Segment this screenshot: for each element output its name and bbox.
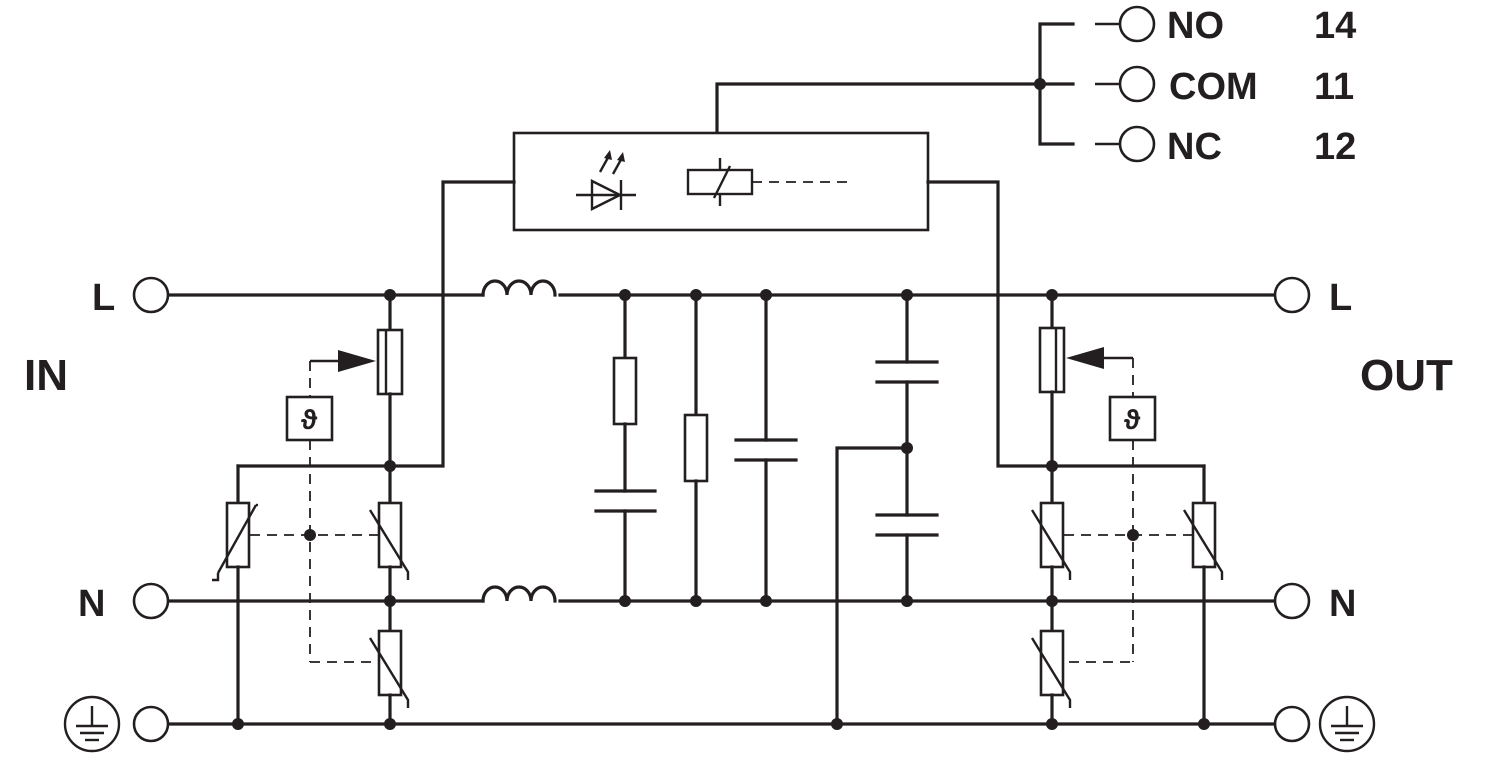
contact-nc-number: 12 <box>1314 126 1356 168</box>
no-terminal <box>1118 5 1156 43</box>
left-protection-stage: ϑ <box>212 289 410 730</box>
thermal-fuse-icon <box>1038 326 1066 394</box>
varistor-icon <box>212 501 258 582</box>
in-label: IN <box>24 351 68 400</box>
resistor-icon <box>612 356 638 426</box>
filter-stage <box>594 289 939 730</box>
thermal-fuse-icon <box>376 328 404 396</box>
in-pe-terminal <box>132 705 170 743</box>
com-terminal <box>1118 65 1156 103</box>
out-label: OUT <box>1360 351 1453 400</box>
out-n-terminal <box>1273 582 1311 620</box>
thermal-symbol: ϑ <box>1124 404 1141 435</box>
inductor-icon <box>481 279 557 297</box>
inductor-icon <box>481 585 557 603</box>
contact-com-label: COM <box>1169 66 1258 108</box>
in-n-label: N <box>78 583 105 625</box>
line-rail <box>166 279 1277 297</box>
in-l-terminal <box>132 276 170 314</box>
out-pe-terminal <box>1273 705 1311 743</box>
nc-terminal <box>1118 125 1156 163</box>
varistor-icon <box>368 501 410 580</box>
resistor-icon <box>683 413 709 483</box>
thermal-sensor-box <box>1108 395 1157 442</box>
contact-no-number: 14 <box>1314 5 1356 47</box>
ground-icon <box>63 695 121 753</box>
monitoring-module <box>512 131 930 232</box>
capacitor-icon <box>734 438 798 462</box>
relay-contacts: NO COM NC 14 11 12 <box>715 5 1356 168</box>
out-l-label: L <box>1329 277 1352 319</box>
right-protection-stage: ϑ <box>1030 289 1224 730</box>
capacitor-icon <box>594 489 657 513</box>
thermal-sensor-box <box>285 395 334 442</box>
led-icon <box>576 150 636 211</box>
capacitor-icon <box>875 360 939 384</box>
contact-com-number: 11 <box>1314 66 1354 108</box>
ground-icon <box>1318 695 1376 753</box>
in-l-label: L <box>92 277 115 319</box>
contact-nc-label: NC <box>1167 126 1222 168</box>
varistor-icon <box>368 629 410 708</box>
in-n-terminal <box>132 582 170 620</box>
contact-no-label: NO <box>1167 5 1224 47</box>
relay-coil-icon <box>686 158 848 206</box>
neutral-rail <box>166 585 1277 603</box>
thermal-symbol: ϑ <box>301 404 318 435</box>
out-l-terminal <box>1273 276 1311 314</box>
out-n-label: N <box>1329 583 1356 625</box>
capacitor-icon <box>875 513 939 537</box>
